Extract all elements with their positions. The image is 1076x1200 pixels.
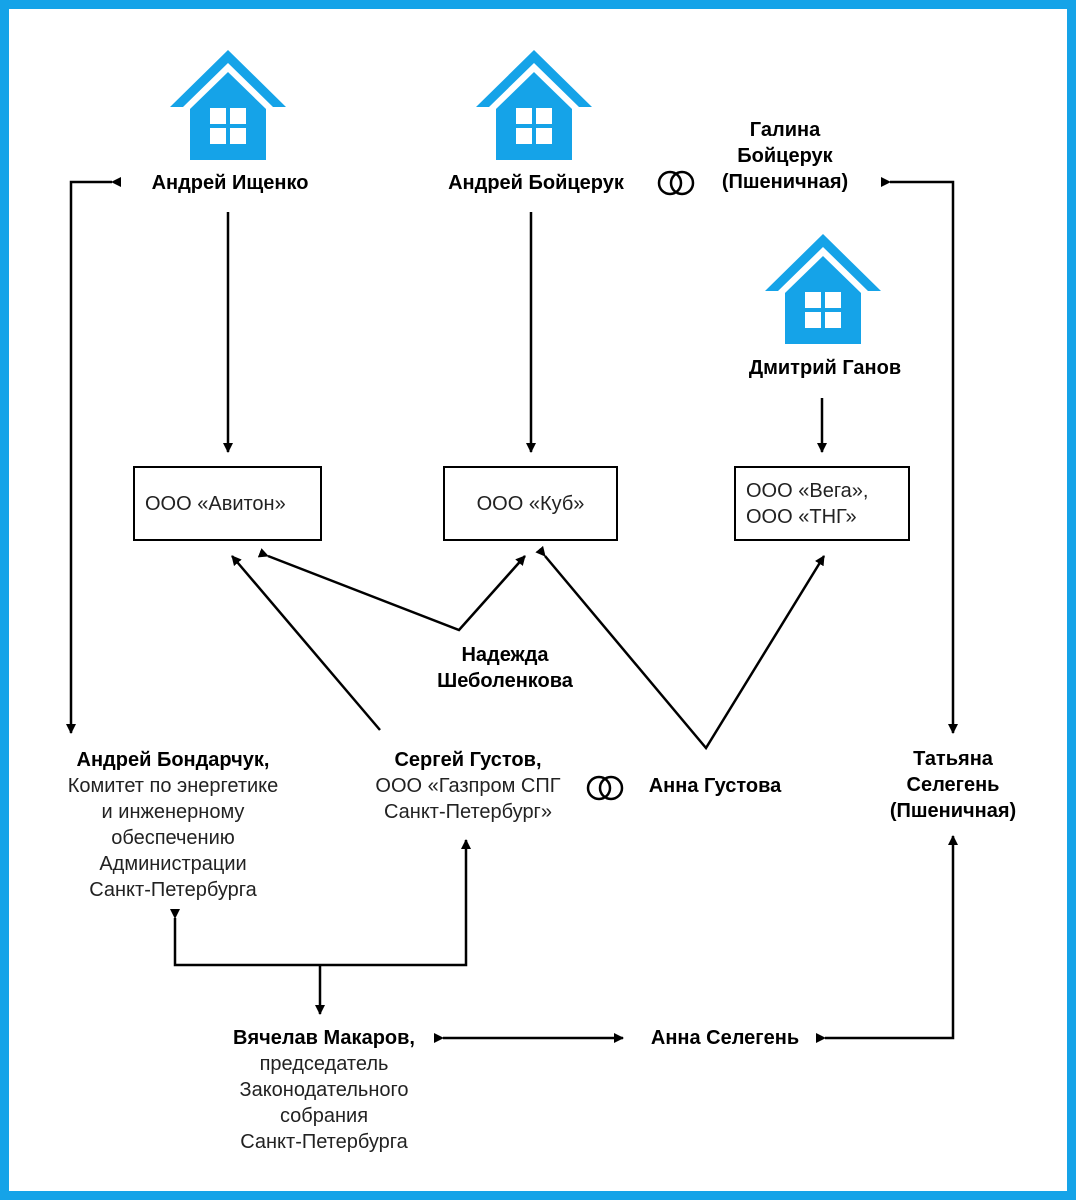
person-ganov: Дмитрий Ганов xyxy=(748,357,902,379)
company-kub-label: ООО «Куб» xyxy=(476,492,585,515)
arrow-gustova-companies xyxy=(535,545,826,751)
company-tng-label: ООО «ТНГ» xyxy=(746,505,857,528)
person-makarov-name: Вячелав Макаров, xyxy=(233,1027,415,1049)
person-bondarchuk-detail: и инженерному xyxy=(101,801,245,823)
person-galina-line2: Бойцерук xyxy=(737,145,833,167)
person-anna-selegen: Анна Селегень xyxy=(650,1027,800,1049)
house-icon xyxy=(170,50,286,160)
person-gustova: Анна Густова xyxy=(648,775,782,797)
person-ishchenko: Андрей Ищенко xyxy=(151,172,309,194)
company-aviton: ООО «Авитон» xyxy=(133,466,322,541)
arrow-shebolenkova-companies xyxy=(257,548,526,632)
person-makarov-detail: председатель xyxy=(259,1053,389,1075)
person-tatiana-line1: Татьяна xyxy=(913,748,993,770)
wedding-rings-icon xyxy=(657,170,695,196)
house-icon xyxy=(476,50,592,160)
company-vega-label: ООО «Вега», xyxy=(746,479,869,502)
arrow-gustov-aviton xyxy=(231,555,381,731)
person-tatiana-line3: (Пшеничная) xyxy=(889,800,1017,822)
house-icon xyxy=(765,234,881,344)
person-galina-line3: (Пшеничная) xyxy=(721,171,849,193)
company-vega-tng: ООО «Вега», ООО «ТНГ» xyxy=(734,466,910,541)
person-bondarchuk-detail: Комитет по энергетике xyxy=(67,775,279,797)
person-gustov-detail: Санкт-Петербург» xyxy=(384,801,552,823)
company-kub: ООО «Куб» xyxy=(443,466,618,541)
arrow-ishchenko-bondarchuk xyxy=(66,177,121,734)
person-shebolenkova-line1: Надежда xyxy=(461,644,549,666)
person-makarov-detail: Законодательного xyxy=(239,1079,409,1101)
person-tatiana: Татьяна Селегень (Пшеничная) xyxy=(865,746,1041,824)
arrow-anna-selegen-tatiana xyxy=(816,835,958,1043)
person-bondarchuk-detail: обеспечению xyxy=(111,827,235,849)
person-galina-line1: Галина xyxy=(749,119,821,141)
wedding-rings-icon xyxy=(586,775,624,801)
person-gustov-detail: ООО «Газпром СПГ xyxy=(375,775,561,797)
person-gustov: Сергей Густов, ООО «Газпром СПГ Санкт-Пе… xyxy=(348,747,588,825)
person-boitseruk: Андрей Бойцерук xyxy=(448,172,624,194)
company-aviton-label: ООО «Авитон» xyxy=(145,492,286,515)
person-makarov-detail: собрания xyxy=(279,1105,369,1127)
person-makarov-detail: Санкт-Петербурга xyxy=(240,1131,408,1153)
person-shebolenkova-line2: Шеболенкова xyxy=(437,670,573,692)
person-bondarchuk-detail: Администрации xyxy=(99,853,247,875)
arrow-galina-tatiana xyxy=(881,177,958,734)
person-galina: Галина Бойцерук (Пшеничная) xyxy=(695,117,875,195)
person-bondarchuk: Андрей Бондарчук, Комитет по энергетике … xyxy=(33,747,313,903)
person-tatiana-line2: Селегень xyxy=(906,774,1000,796)
person-gustov-name: Сергей Густов, xyxy=(394,749,542,771)
person-bondarchuk-detail: Санкт-Петербурга xyxy=(89,879,257,901)
person-makarov: Вячелав Макаров, председатель Законодате… xyxy=(196,1025,452,1155)
person-shebolenkova: Надежда Шеболенкова xyxy=(405,642,605,694)
person-bondarchuk-name: Андрей Бондарчук, xyxy=(76,749,270,771)
